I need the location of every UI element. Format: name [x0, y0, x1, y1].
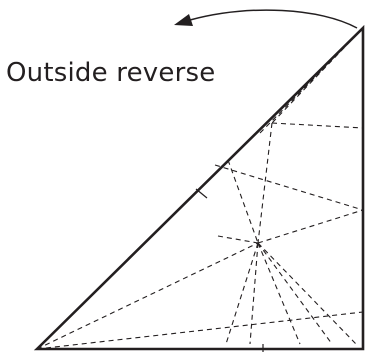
crease-line — [227, 159, 259, 244]
crease-line — [249, 242, 259, 345]
curved-arrow-left-icon — [174, 9, 358, 29]
crease-line — [214, 164, 364, 211]
crease-lines — [36, 27, 364, 350]
crease-line — [271, 122, 364, 129]
crease-line — [217, 235, 259, 244]
crease-line — [259, 65, 327, 134]
crease-line — [257, 122, 273, 244]
crease-line — [257, 209, 364, 244]
crease-line — [257, 242, 301, 345]
crease-line — [36, 242, 259, 350]
crease-line — [36, 311, 364, 350]
crease-line — [257, 242, 333, 345]
instruction-label: Outside reverse — [6, 58, 216, 88]
triangle-outline — [33, 24, 365, 351]
crease-line — [225, 242, 259, 345]
crease-line — [257, 242, 357, 345]
